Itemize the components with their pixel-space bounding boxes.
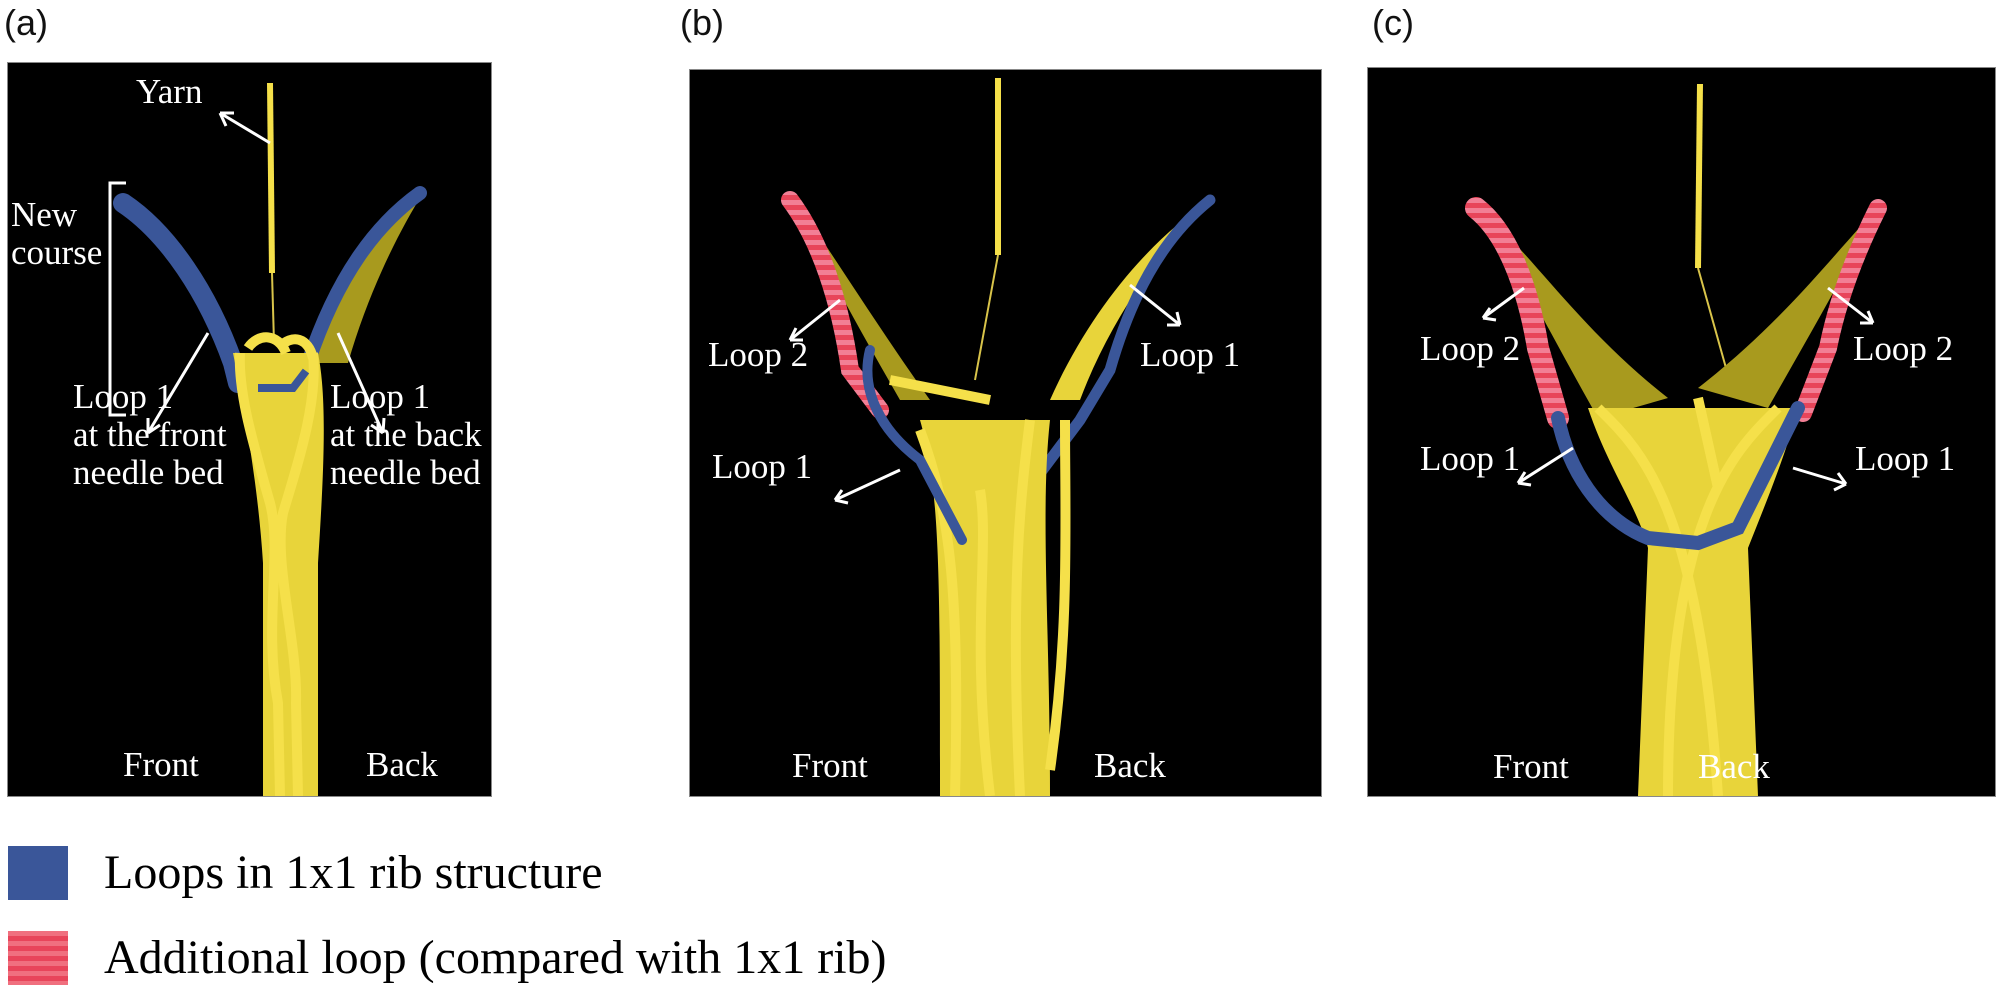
annotation-arrows <box>788 283 1182 505</box>
panel-b: Loop 2 Loop 1 Loop 1 Front Back <box>689 69 1322 797</box>
loop1-left-annotation: Loop 1 <box>712 447 813 486</box>
yarn-strand-thin <box>1697 267 1727 369</box>
legend-label: Additional loop (compared with 1x1 rib) <box>104 931 887 984</box>
yarn-strand <box>1695 83 1703 269</box>
loop2-front-arm <box>781 191 889 419</box>
loop1-bottom <box>1551 401 1805 551</box>
loop1-left-annotation: Loop 1 <box>1420 439 1521 478</box>
yarn-loops <box>1594 396 1782 796</box>
loop1-front <box>862 345 967 545</box>
panel-c-illustration <box>1465 83 1887 796</box>
loop2-right-annotation: Loop 2 <box>1853 329 1954 368</box>
panel-b-label: (b) <box>680 2 724 43</box>
yarn-annotation: Yarn <box>136 72 203 111</box>
loop1-right-annotation: Loop 1 <box>1855 439 1956 478</box>
back-label: Back <box>1094 746 1166 785</box>
back-fabric <box>308 193 423 363</box>
front-fabric <box>795 200 930 400</box>
front-label: Front <box>1493 747 1569 786</box>
legend-swatch-blue <box>8 845 68 900</box>
legend-label: Loops in 1x1 rib structure <box>104 846 603 899</box>
back-label: Back <box>366 745 438 784</box>
back-fabric <box>1698 208 1878 408</box>
legend-item-additional-loop: Additional loop (compared with 1x1 rib) <box>8 930 887 985</box>
panel-a: Yarn New course Loop 1 at the front need… <box>7 62 492 797</box>
loop2-back-arm <box>1794 199 1887 422</box>
legend-item-rib-loops: Loops in 1x1 rib structure <box>8 845 603 900</box>
front-fabric <box>1478 208 1668 418</box>
loop1-back-annotation: Loop 1 at the back needle bed <box>330 377 482 492</box>
annotation-arrows <box>1481 286 1875 492</box>
panel-a-illustration <box>108 82 427 796</box>
panel-c: Loop 2 Loop 2 Loop 1 Loop 1 Front Back <box>1367 67 1996 797</box>
panel-b-illustration <box>781 78 1216 796</box>
loop1-front-annotation: Loop 1 at the front needle bed <box>73 377 227 492</box>
loop1-back-arm <box>984 194 1216 546</box>
loop2-left-annotation: Loop 2 <box>708 335 809 374</box>
annotation-arrows <box>146 111 386 435</box>
front-label: Front <box>123 745 199 784</box>
loop1-front-arm <box>113 193 248 393</box>
yarn-strand-thin <box>974 254 999 381</box>
loop1-right-annotation: Loop 1 <box>1140 335 1241 374</box>
loop2-left-annotation: Loop 2 <box>1420 329 1521 368</box>
front-label: Front <box>792 746 868 785</box>
new-course-bracket <box>108 181 126 417</box>
new-course-annotation: New course <box>11 195 103 272</box>
legend-swatch-striped <box>8 930 68 985</box>
panel-a-label: (a) <box>4 2 48 43</box>
back-label: Back <box>1698 747 1770 786</box>
yarn-loops <box>234 332 319 796</box>
yarn-strand <box>267 82 275 274</box>
loop1-back-arm <box>291 186 427 390</box>
yarn-loops <box>889 375 1071 796</box>
yarn-strand-thin <box>271 272 275 344</box>
loop1-center <box>258 368 310 392</box>
panel-c-label: (c) <box>1372 2 1414 43</box>
loop2-front-arm <box>1465 197 1569 429</box>
